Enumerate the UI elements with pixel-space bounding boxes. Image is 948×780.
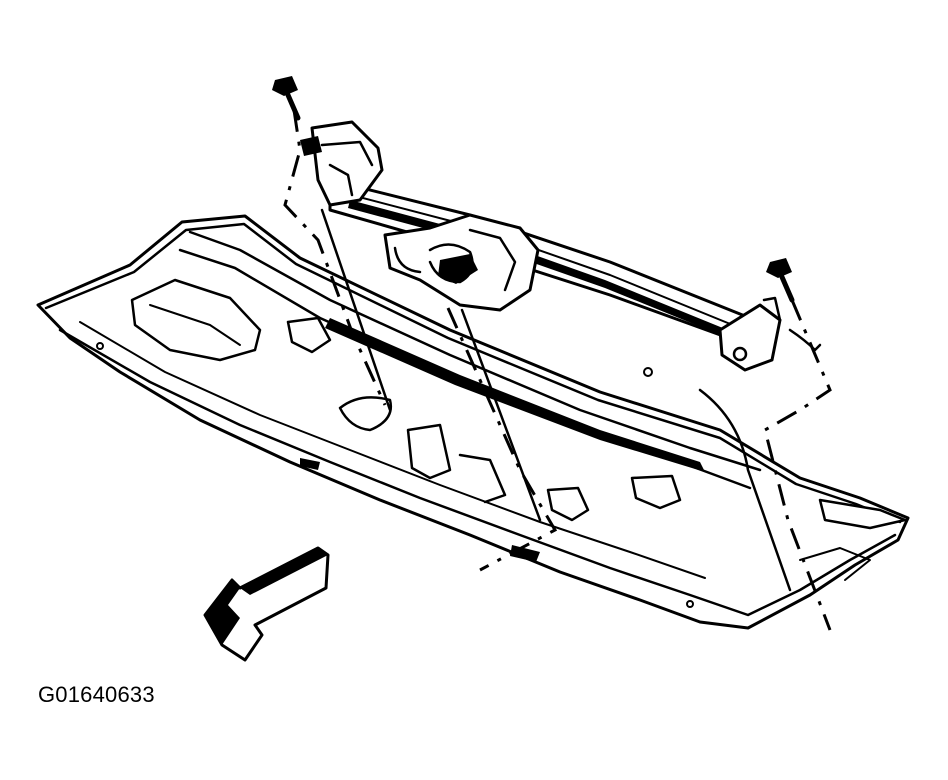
right-bolt [766, 258, 795, 303]
wiper-module [300, 120, 822, 372]
figure-code: G01640633 [38, 682, 155, 707]
left-bolt [272, 76, 301, 121]
front-direction-arrow [203, 546, 330, 662]
leader-rods [320, 208, 792, 592]
air-inlet-panel [36, 214, 910, 630]
alignment-lines [283, 109, 832, 631]
